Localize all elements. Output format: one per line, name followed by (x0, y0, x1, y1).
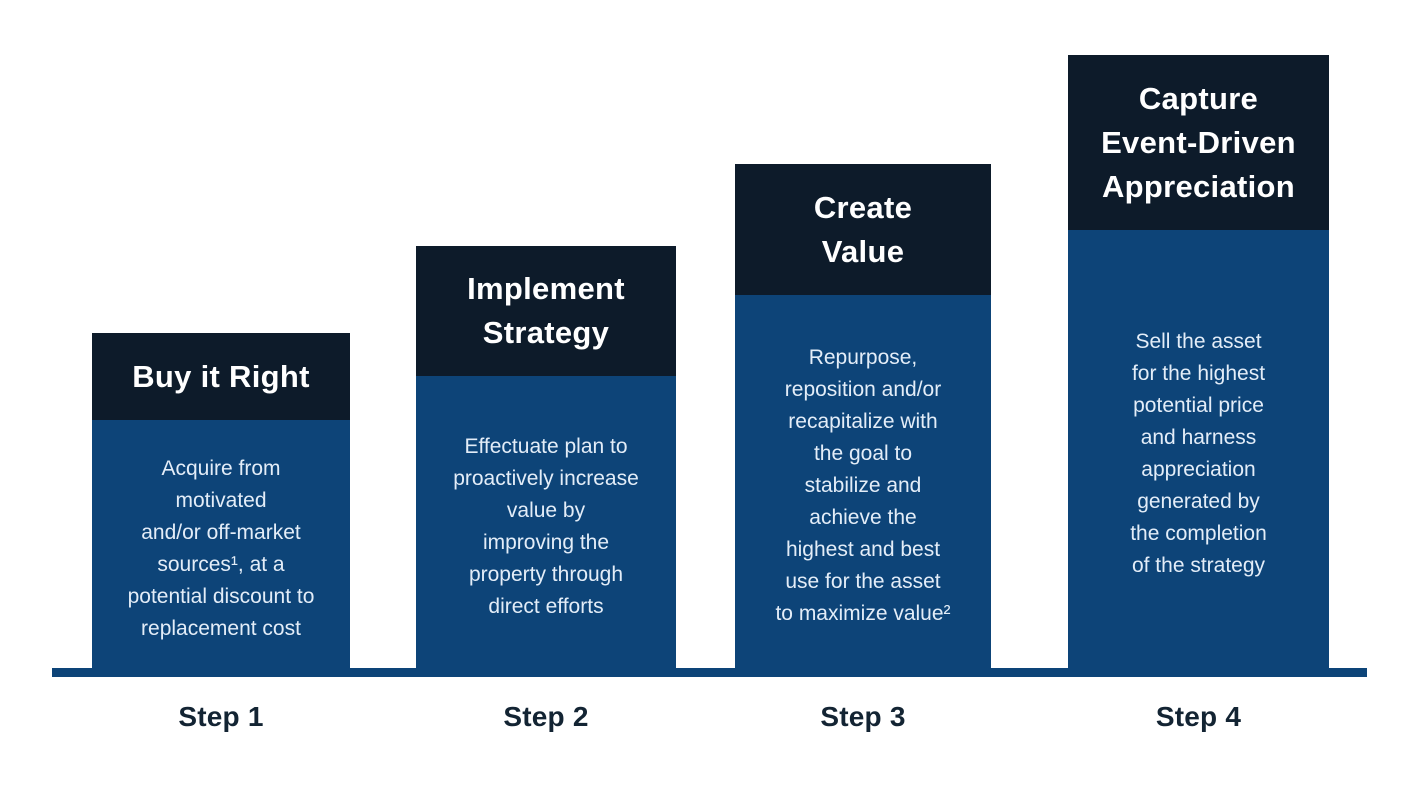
step-4-header: Capture Event-Driven Appreciation (1068, 55, 1329, 230)
step-2-header: Implement Strategy (416, 246, 676, 376)
step-1-title: Buy it Right (132, 358, 310, 394)
step-3-title: Create Value (813, 189, 913, 269)
step-3-label: Step 3 (820, 701, 906, 732)
step-1-body: Acquire from motivated and/or off-market… (92, 420, 350, 677)
step-3-column: Create Value Repurpose, reposition and/o… (735, 164, 991, 677)
step-3-body: Repurpose, reposition and/or recapitaliz… (735, 295, 991, 677)
step-2-column: Implement Strategy Effectuate plan to pr… (416, 246, 676, 677)
step-1-column: Buy it Right Acquire from motivated and/… (92, 333, 350, 677)
step-2-description: Effectuate plan to proactively increase … (453, 434, 639, 618)
step-3-header: Create Value (735, 164, 991, 295)
step-1-description: Acquire from motivated and/or off-market… (127, 456, 315, 640)
step-4-body: Sell the asset for the highest potential… (1068, 230, 1329, 677)
step-1-label: Step 1 (178, 701, 264, 732)
step-2-label: Step 2 (503, 701, 589, 732)
step-4-column: Capture Event-Driven Appreciation Sell t… (1068, 55, 1329, 677)
step-3-description: Repurpose, reposition and/or recapitaliz… (775, 346, 951, 625)
step-2-title: Implement Strategy (467, 271, 625, 350)
step-4-label: Step 4 (1155, 701, 1242, 732)
step-2-body: Effectuate plan to proactively increase … (416, 376, 676, 677)
step-1-header: Buy it Right (92, 333, 350, 420)
baseline-axis (52, 668, 1367, 677)
step-4-description: Sell the asset for the highest potential… (1130, 329, 1267, 577)
step-4-title: Capture Event-Driven Appreciation (1101, 80, 1296, 204)
